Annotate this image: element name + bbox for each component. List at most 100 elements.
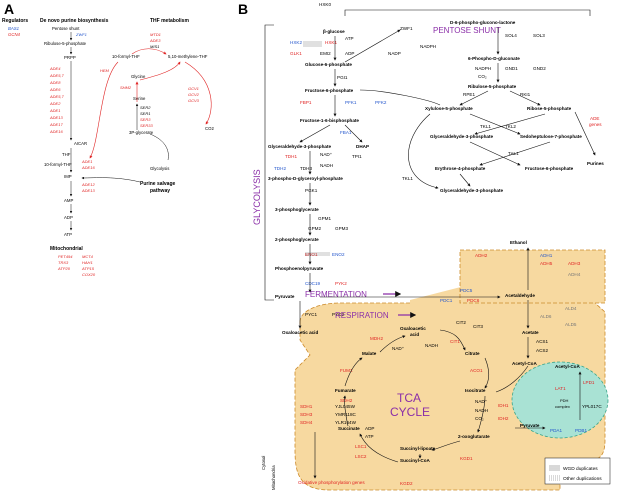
lat1-label: LAT1 <box>555 386 566 391</box>
glucose-label: β-glucose <box>323 29 345 34</box>
mito-gene: HAH1 <box>82 260 93 265</box>
mito-gene: COX20 <box>82 272 96 277</box>
sol3-label: SOL3 <box>533 33 545 38</box>
adh4-label: ADH4 <box>568 272 581 277</box>
mito-gene: TRX3 <box>58 260 69 265</box>
ser2-label: SER2 <box>140 105 151 110</box>
ade-gene: ADE2 <box>49 101 61 106</box>
adh5-label: ADH5 <box>540 261 553 266</box>
gpm3-label: GPM3 <box>335 226 348 231</box>
glycolysis-a-label: Glycolysis <box>150 166 169 171</box>
lpd1-label: LPD1 <box>583 380 595 385</box>
x5p-label: Xylulose-5-phosphate <box>425 106 473 111</box>
emi2-label: EMI2 <box>320 51 331 56</box>
tdh1-label: TDH1 <box>285 154 297 159</box>
salvage-label-2: pathway <box>150 188 170 194</box>
respiration-title: RESPIRATION <box>335 311 389 320</box>
glk1-label: GLK1 <box>290 51 302 56</box>
pep-label: Phosphoenolpyruvate <box>275 266 324 271</box>
acetate-label: Acetate <box>522 330 539 335</box>
nadph-label: NADPH <box>420 44 436 49</box>
panel-a-letter: A <box>4 1 14 17</box>
lsc1-label: LSC1 <box>355 444 367 449</box>
ade-gene: ADE16 <box>49 129 63 134</box>
pgi1-label: PGI1 <box>337 75 348 80</box>
pdb1-label: PDB1 <box>575 428 587 433</box>
r5p-b-label: Ribulose-5-phosphate <box>468 84 517 89</box>
nadh-tca2-label: NADH <box>475 408 488 413</box>
adh2-label: ADH2 <box>475 253 488 258</box>
gpm1-label: GPM1 <box>318 216 331 221</box>
nadh-b-label: NADH <box>320 163 333 168</box>
nad-tca2-label: NAD⁺ <box>475 399 488 404</box>
ade12-label: ADE12 <box>81 182 95 187</box>
gnd2-label: GND2 <box>533 66 546 71</box>
ade1-label: ADE1 <box>81 159 92 164</box>
tpi1-label: TPI1 <box>352 154 362 159</box>
pdc1-label: PDC1 <box>440 298 453 303</box>
adh3-label: ADH3 <box>568 261 581 266</box>
sucl-label: Succinyl-lipoate <box>400 446 436 451</box>
shm2-label: SHM2 <box>120 85 132 90</box>
ade-gene: ADE1 <box>49 108 60 113</box>
fbp1-label: FBP1 <box>300 100 312 105</box>
kgd2-label: KGD2 <box>400 481 413 486</box>
pdh-label-1: PDH <box>560 398 569 403</box>
pfk1-label: PFK1 <box>345 100 357 105</box>
ser1-label: SER1 <box>140 111 150 116</box>
ade-gene: ADE6 <box>49 87 61 92</box>
aicar-label: AICAR <box>74 141 87 146</box>
g6p-label: Glucose-6-phosphate <box>305 62 352 67</box>
mito-gene: ATP15 <box>81 266 95 271</box>
citrate-label: Citrate <box>465 351 480 356</box>
pdh-label-2: complex <box>555 404 570 409</box>
tkl2-label: TKL2 <box>505 124 516 129</box>
pentose-title: PENTOSE SHUNT <box>433 26 501 35</box>
fumarate-label: Fumarate <box>335 388 356 393</box>
fba1-label: FBA1 <box>340 130 352 135</box>
pgl-label: D-6-phospho-glucono-lactone <box>450 20 516 25</box>
gnd1-label: GND1 <box>505 66 518 71</box>
legend-other: Other duplications <box>563 476 602 482</box>
pdc6-label: PDC6 <box>467 298 480 303</box>
succinate-label: Succinate <box>338 426 360 431</box>
pfk2-label: PFK2 <box>375 100 387 105</box>
e4p-label: Erythrose-4-phosphate <box>435 166 486 171</box>
tca-title-2: CYCLE <box>390 405 430 419</box>
sdh-b-gene: SDH2 <box>340 398 353 403</box>
og-label: 2-oxoglutarate <box>458 434 490 439</box>
eno2-label: ENO2 <box>332 252 345 257</box>
kgd1-label: KGD1 <box>460 456 473 461</box>
ade-gene: ADE17 <box>49 122 63 127</box>
ethanol-label: Ethanol <box>510 240 527 245</box>
lsc2-label: LSC2 <box>355 454 367 459</box>
adp-tca-label: ADP <box>365 426 374 431</box>
cit2-label: CIT2 <box>456 320 466 325</box>
atp-b-label: ATP <box>345 36 354 41</box>
hxk0-label: HXK0 <box>319 2 331 7</box>
ga3p-pentose-label: Glyceraldehyde-3-phosphate <box>430 134 493 139</box>
tdh3-label: TDH3 <box>300 166 312 171</box>
ald4-label: ALD4 <box>565 306 577 311</box>
ald6-label: ALD6 <box>540 314 552 319</box>
tal1-label: TAL1 <box>508 151 519 156</box>
mito-a-title: Mitochondrial <box>50 246 83 252</box>
pyc2-label: PYC2 <box>332 312 344 317</box>
s7p-label: Sedoheptulose-7-phosphate <box>520 134 582 139</box>
pyruvate-mito-label: Pyruvate <box>520 423 540 428</box>
pg3-b-label: 3-phosphoglycerate <box>275 207 319 212</box>
succoa-label: Succinyl-CoA <box>400 458 431 463</box>
nadp-label: NADP <box>388 51 401 56</box>
adp-b-label: ADP <box>345 51 354 56</box>
mito-gene: MCT4 <box>82 254 94 259</box>
pyc1-label: PYC1 <box>305 312 317 317</box>
idh2-label: IDH2 <box>498 416 509 421</box>
pg3a-label: 3P-glycerate <box>129 130 154 135</box>
rpe1-label: RPE1 <box>463 92 475 97</box>
cit3-label: CIT3 <box>473 324 483 329</box>
legend: WGD duplicates Other duplications <box>544 457 611 485</box>
mito-compartment <box>511 361 609 439</box>
purines-label: Purines <box>587 161 604 166</box>
ypl017c-label: YPL017C <box>582 404 602 409</box>
